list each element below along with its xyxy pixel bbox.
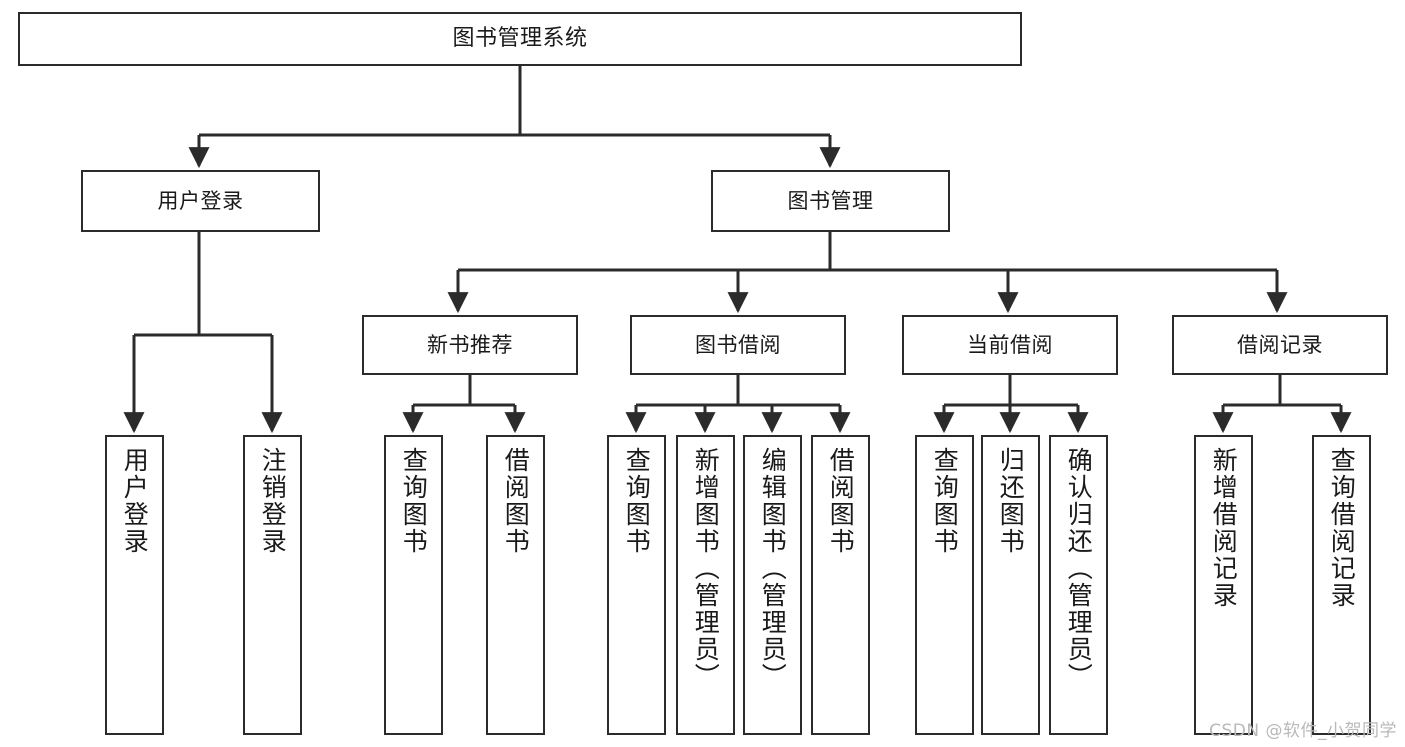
node-leaf-user-login[interactable]: 用户登录 [105,435,164,735]
node-borrow-record[interactable]: 借阅记录 [1172,315,1388,375]
node-leaf-borrow-book-recommend[interactable]: 借阅图书 [486,435,545,735]
node-borrow-record-label: 借阅记录 [1237,332,1323,357]
node-leaf-add-borrow-record[interactable]: 新增借阅记录 [1194,435,1253,735]
node-leaf-return-book-label: 归还图书 [996,447,1026,555]
node-current-borrow-label: 当前借阅 [967,332,1053,357]
node-leaf-query-borrow-record[interactable]: 查询借阅记录 [1312,435,1371,735]
node-user-login-label: 用户登录 [157,188,244,213]
node-root-label: 图书管理系统 [452,26,588,52]
node-new-book-recommend[interactable]: 新书推荐 [362,315,578,375]
node-leaf-confirm-return-admin[interactable]: 确认归还（管理员） [1049,435,1108,735]
node-leaf-add-book-admin[interactable]: 新增图书（管理员） [676,435,735,735]
node-user-login[interactable]: 用户登录 [81,170,320,232]
node-leaf-edit-book-admin-label: 编辑图书（管理员） [758,447,788,690]
node-book-management[interactable]: 图书管理 [711,170,950,232]
node-leaf-edit-book-admin[interactable]: 编辑图书（管理员） [743,435,802,735]
node-book-borrow-label: 图书借阅 [695,332,781,357]
node-leaf-query-book-recommend-label: 查询图书 [399,447,429,555]
node-leaf-query-book-current-label: 查询图书 [930,447,960,555]
node-book-borrow[interactable]: 图书借阅 [630,315,846,375]
node-leaf-borrow-book-recommend-label: 借阅图书 [501,447,531,555]
node-leaf-query-book-recommend[interactable]: 查询图书 [384,435,443,735]
node-leaf-query-borrow-record-label: 查询借阅记录 [1327,447,1357,609]
node-leaf-query-book-current[interactable]: 查询图书 [915,435,974,735]
node-leaf-add-book-admin-label: 新增图书（管理员） [691,447,721,690]
node-leaf-borrow-book[interactable]: 借阅图书 [811,435,870,735]
node-leaf-confirm-return-admin-label: 确认归还（管理员） [1064,447,1094,690]
node-leaf-query-book-borrow-label: 查询图书 [622,447,652,555]
csdn-watermark: CSDN @软件_小贺同学 [1209,721,1397,741]
node-leaf-borrow-book-label: 借阅图书 [826,447,856,555]
node-leaf-add-borrow-record-label: 新增借阅记录 [1209,447,1239,609]
node-book-management-label: 图书管理 [787,188,874,213]
node-root-book-management-system[interactable]: 图书管理系统 [18,12,1022,66]
node-leaf-return-book[interactable]: 归还图书 [981,435,1040,735]
node-leaf-logout-label: 注销登录 [258,447,288,555]
node-new-book-recommend-label: 新书推荐 [427,332,513,357]
node-leaf-query-book-borrow[interactable]: 查询图书 [607,435,666,735]
node-current-borrow[interactable]: 当前借阅 [902,315,1118,375]
node-leaf-user-login-label: 用户登录 [120,447,150,555]
node-leaf-logout[interactable]: 注销登录 [243,435,302,735]
